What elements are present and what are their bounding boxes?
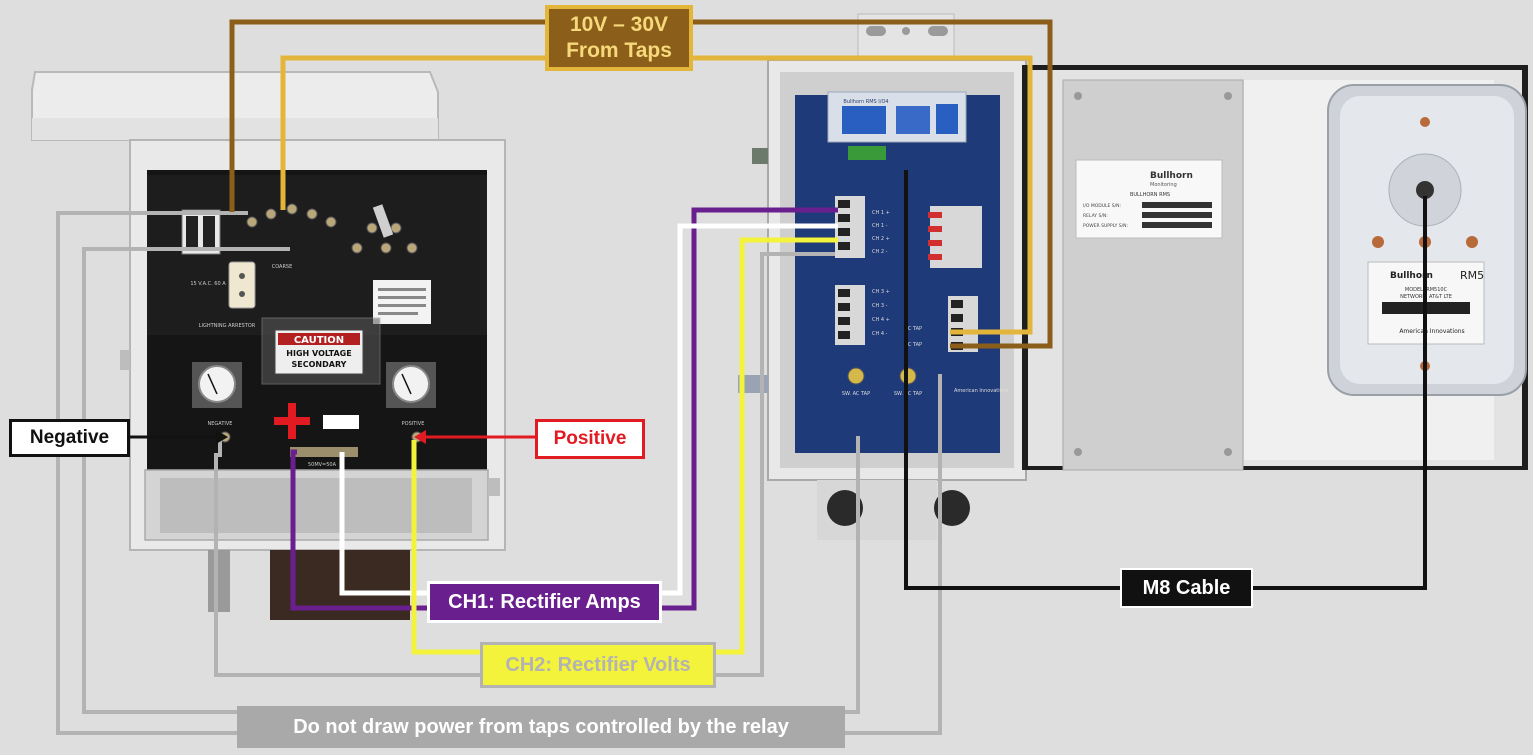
door-label-line-3: POWER SUPPLY S/N:: [1083, 223, 1128, 229]
sw-ac-tap-1: SW. AC TAP: [842, 391, 870, 397]
caution-line-2: SECONDARY: [292, 360, 347, 369]
door-label-line-1: I/O MODULE S/N:: [1083, 203, 1121, 209]
meter-positive-label: POSITIVE: [402, 421, 425, 427]
ch2-label: CH2: Rectifier Volts: [480, 642, 716, 688]
lightning-label: LIGHTNING ARRESTOR: [199, 323, 256, 329]
shunt-label: 50MV=50A: [308, 462, 337, 468]
positive-label: Positive: [535, 419, 645, 459]
taps-label-line-1: 10V – 30V: [569, 13, 669, 36]
negative-label: Negative: [9, 419, 130, 457]
terminal-ch3n: CH 3 -: [872, 303, 888, 309]
wire-gray-outer: [56, 211, 942, 735]
terminal-ch3p: CH 3 +: [872, 289, 890, 295]
negative-meter: [192, 362, 242, 408]
module-brand: Bullhorn RMS I/O4: [843, 99, 888, 105]
terminal-block-ch3-ch4: [835, 285, 865, 345]
wire-ch2-positive: [411, 237, 838, 655]
wire-tap-dark: [229, 19, 1053, 349]
coarse-label: COARSE: [272, 264, 293, 270]
terminal-ch2n: CH 2 -: [872, 249, 888, 255]
wire-ch2-negative: [214, 252, 835, 677]
terminal-block-ch1-ch2: [835, 196, 865, 258]
wire-gray-inner: [82, 247, 860, 714]
minus-icon: [323, 415, 359, 429]
box-brand: American Innovations: [954, 388, 1009, 394]
caution-line-1: HIGH VOLTAGE: [286, 349, 351, 358]
terminal-ch2p: CH 2 +: [872, 236, 890, 242]
meter-negative-label: NEGATIVE: [208, 421, 233, 427]
terminal-ch1n: CH 1 -: [872, 223, 888, 229]
relay-warning-label: Do not draw power from taps controlled b…: [237, 706, 845, 748]
ac-tap-2: AC TAP: [904, 342, 922, 348]
rm5-brand: Bullhorn: [1390, 271, 1433, 281]
terminal-ch4n: CH 4 -: [872, 331, 888, 337]
rm5-model: RM5: [1460, 269, 1484, 282]
wire-m8-cable: [904, 170, 1427, 590]
terminal-ch1p: CH 1 +: [872, 210, 890, 216]
wires: [56, 19, 1427, 735]
taps-label: 10V – 30V From Taps: [545, 5, 693, 71]
outlet-label: 15 V.A.C. 60 A: [190, 281, 226, 287]
door-label-sub: Monitoring: [1150, 182, 1177, 188]
ch1-label: CH1: Rectifier Amps: [427, 581, 662, 623]
rm5-maker: American Innovations: [1399, 328, 1464, 335]
ac-tap-1: AC TAP: [904, 326, 922, 332]
caution-title: CAUTION: [294, 335, 344, 346]
door-label-model: BULLHORN RMS: [1130, 192, 1170, 198]
terminal-ch4p: CH 4 +: [872, 317, 890, 323]
taps-label-line-2: From Taps: [566, 39, 672, 62]
rectifier-cabinet: CAUTION HIGH VOLTAGE SECONDARY LIGHTNING…: [31, 71, 506, 620]
door-label-line-2: RELAY S/N:: [1083, 213, 1108, 219]
wire-tap-light: [280, 55, 1033, 335]
door-label-brand: Bullhorn: [1150, 171, 1193, 181]
m8-cable-label: M8 Cable: [1120, 568, 1253, 608]
wire-ch1-negative: [339, 223, 838, 596]
junction-box: Bullhorn RMS I/O4 CH 1 + CH 1 - CH 2 + C…: [738, 13, 1027, 540]
positive-meter: [386, 362, 436, 408]
